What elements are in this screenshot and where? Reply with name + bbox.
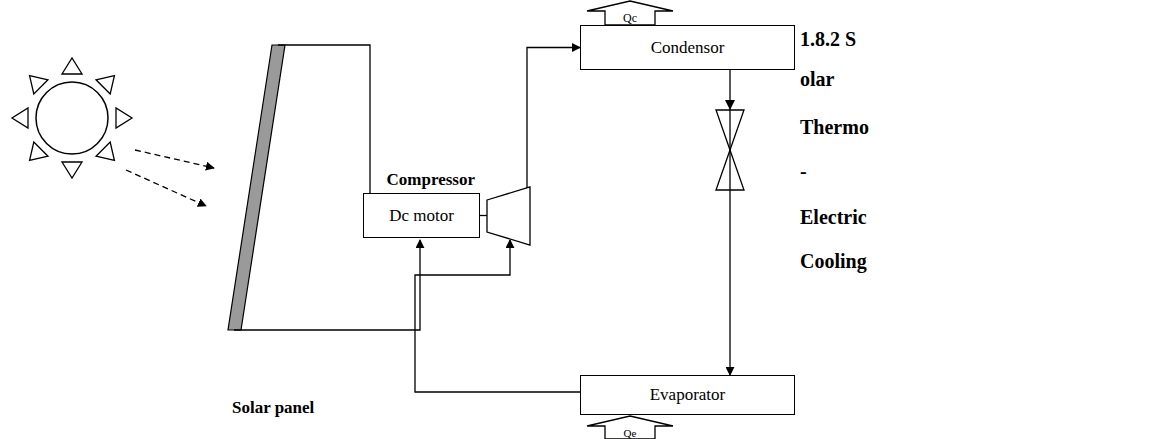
node-label: Evaporator bbox=[650, 385, 726, 405]
flow-connector bbox=[527, 48, 580, 190]
condenser-box: Condensor bbox=[580, 25, 795, 70]
sun-ray bbox=[62, 162, 82, 178]
compressor-symbol: Compressor bbox=[487, 187, 530, 245]
sun-ray bbox=[96, 76, 114, 94]
heat-in-arrow: Qe bbox=[585, 415, 675, 439]
sun-ray bbox=[12, 108, 28, 128]
sun-ray bbox=[62, 58, 82, 74]
shape-outline bbox=[487, 187, 530, 245]
section-heading: olar bbox=[800, 68, 834, 90]
section-heading: Electric bbox=[800, 206, 867, 228]
sun-ray bbox=[30, 76, 48, 94]
shape-outline bbox=[587, 416, 673, 439]
sunlight-rays bbox=[126, 150, 214, 206]
sun-ray bbox=[96, 142, 114, 160]
section-heading: 1.8.2 S bbox=[800, 28, 856, 50]
evaporator-box: Evaporator bbox=[580, 375, 795, 415]
panel-label: Solar panel bbox=[232, 398, 314, 417]
motor-box: Dc motor bbox=[363, 193, 480, 238]
section-heading: Cooling bbox=[800, 250, 867, 272]
sun-ray bbox=[116, 108, 132, 128]
node-label: Dc motor bbox=[389, 206, 454, 226]
section-heading: Thermo bbox=[800, 116, 869, 138]
node-label: Condensor bbox=[651, 38, 725, 58]
node-label: Qc bbox=[623, 12, 637, 25]
flow-connector bbox=[480, 215, 487, 216]
compressor-outline bbox=[487, 187, 530, 245]
shape-outline bbox=[587, 1, 673, 25]
section-heading: - bbox=[800, 160, 807, 182]
solar-panel bbox=[228, 45, 285, 330]
flow-connector bbox=[415, 240, 580, 392]
sun-ray bbox=[30, 142, 48, 160]
node-label: Qe bbox=[624, 427, 637, 439]
sun-symbol bbox=[12, 58, 132, 178]
flow-connector bbox=[729, 70, 730, 375]
valve-inlet-arrowhead bbox=[725, 100, 735, 110]
heat-out-arrow: Qc bbox=[585, 0, 675, 25]
node-label: Compressor bbox=[387, 170, 475, 190]
